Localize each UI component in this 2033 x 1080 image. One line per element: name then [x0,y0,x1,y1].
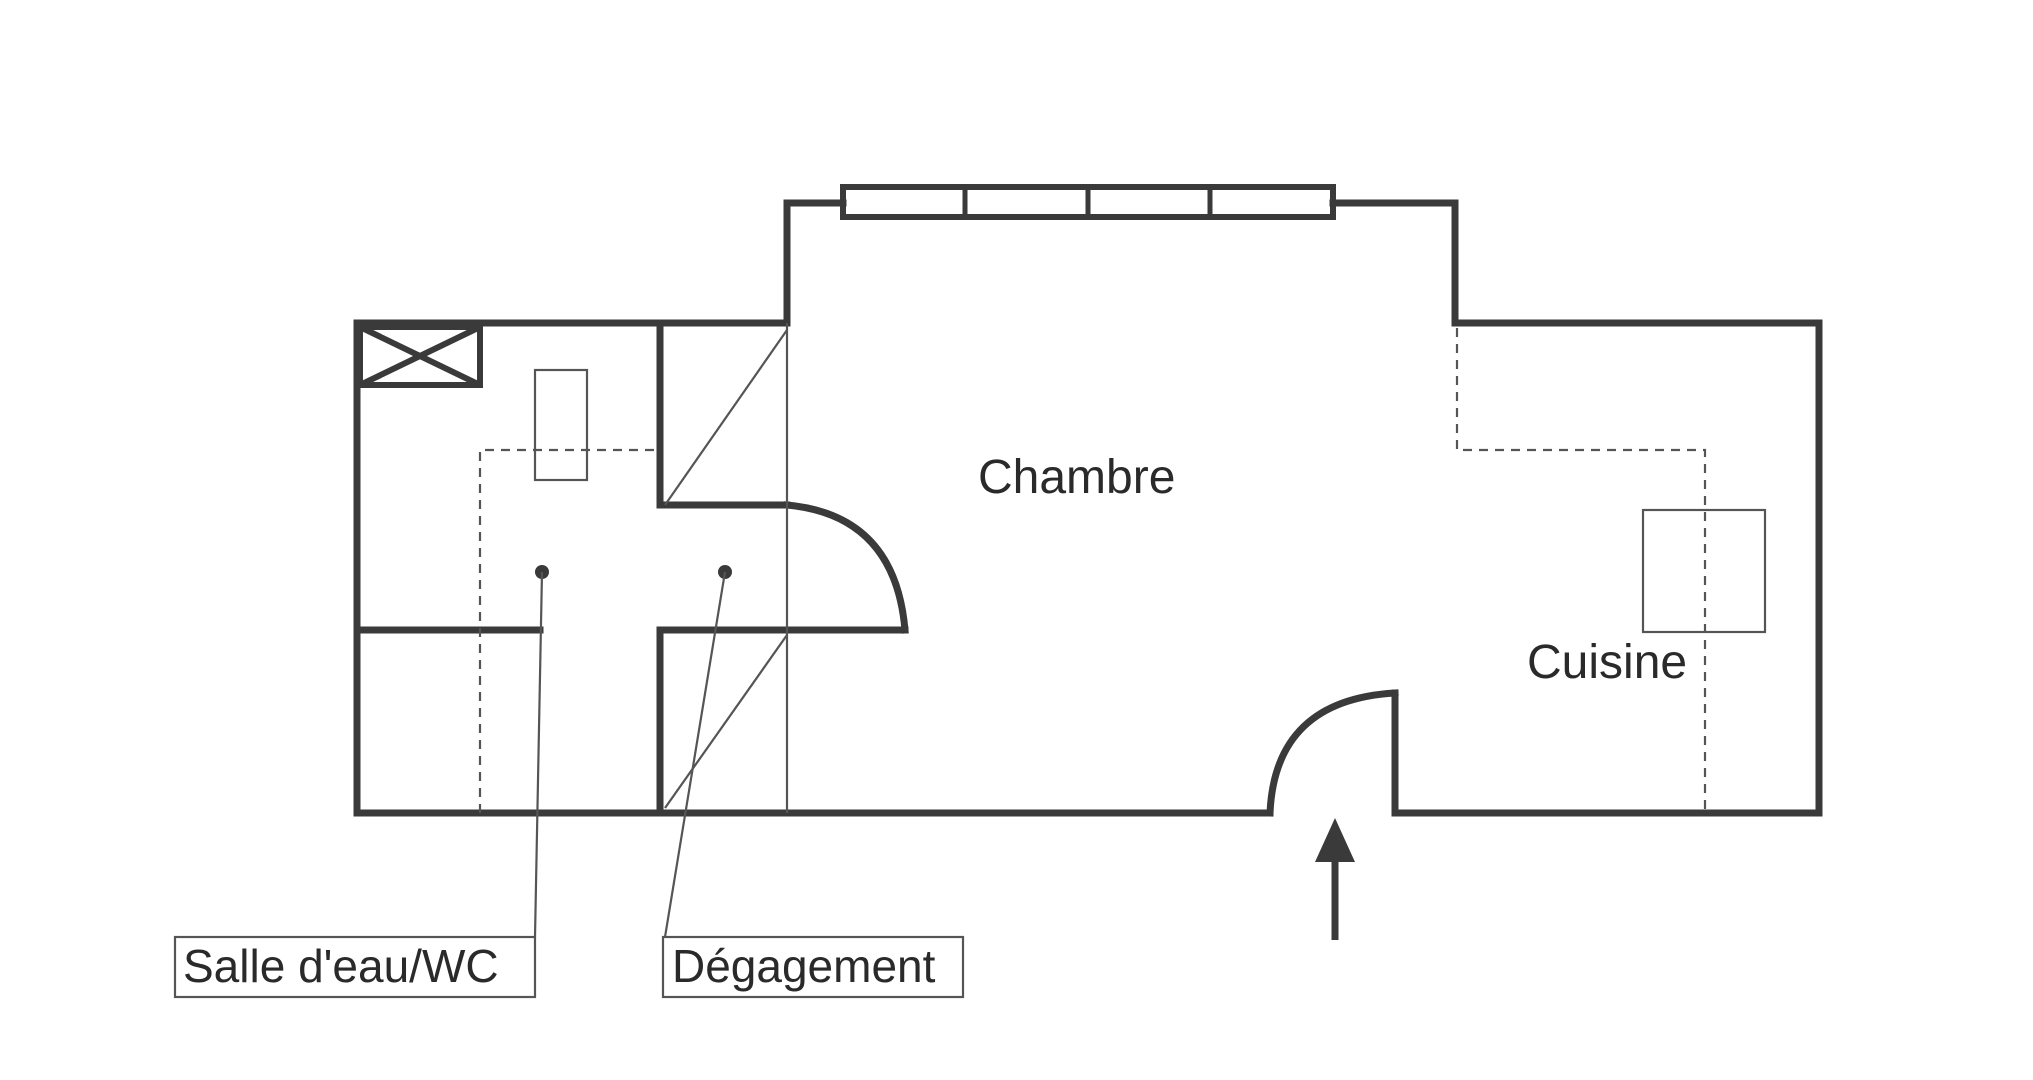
callout-degagement: Dégagement [661,935,965,999]
room-label-cuisine: Cuisine [1527,636,1687,689]
dashed-outlines [478,328,1707,813]
exterior-walls [353,199,1823,817]
window [840,184,1336,220]
shower-fixture [533,368,589,482]
callout-text-degagement: Dégagement [672,940,936,992]
room-label-chambre: Chambre [978,451,1175,504]
leader-salle-eau [533,565,549,938]
cross-box-icon [357,324,483,388]
partitions [664,323,789,813]
arrow-up-icon [1315,818,1355,940]
callout-salle-eau: Salle d'eau/WC [173,935,537,999]
doors [783,501,1399,817]
interior-walls [353,319,909,817]
callout-text-salle-eau: Salle d'eau/WC [183,940,499,992]
leader-degagement [663,565,732,938]
